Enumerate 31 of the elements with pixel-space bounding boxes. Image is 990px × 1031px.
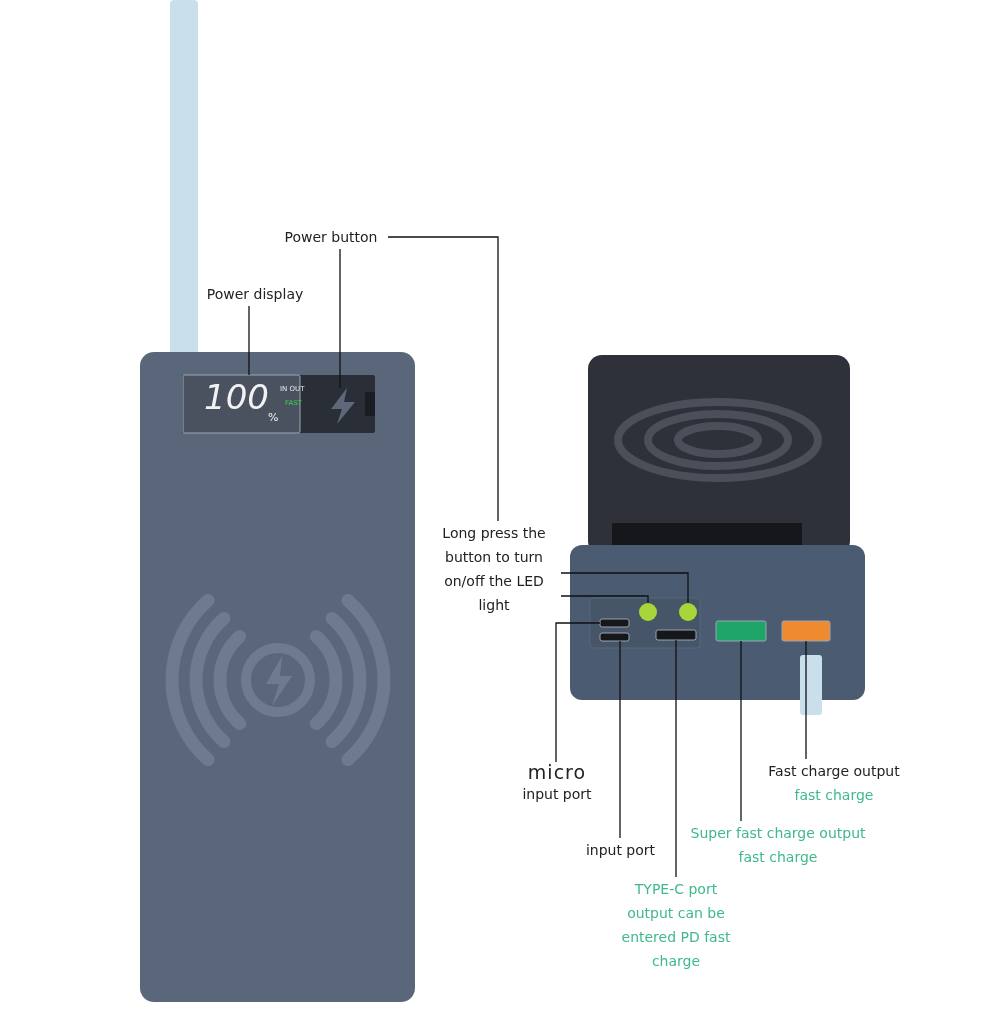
led-light bbox=[639, 603, 657, 621]
port-note: fast charge bbox=[793, 786, 875, 805]
leader-line bbox=[675, 639, 677, 878]
port-note: fast charge bbox=[737, 848, 819, 867]
leader-line bbox=[805, 640, 807, 760]
callout-label: Long press the button to turn on/off the LED light bbox=[428, 521, 560, 617]
leader-line bbox=[555, 622, 601, 763]
charging-port bbox=[599, 632, 630, 642]
port-label: Fast charge output bbox=[767, 762, 901, 781]
led-light bbox=[679, 603, 697, 621]
leader-line bbox=[339, 248, 341, 389]
usb-c-port bbox=[655, 629, 697, 641]
callout-label: TYPE-C port output can be entered PD fast charge bbox=[618, 877, 734, 973]
callout-label: input port bbox=[578, 838, 663, 862]
leader-line bbox=[387, 236, 499, 522]
percent-sign: % bbox=[268, 412, 279, 423]
callout-label: Power button bbox=[275, 225, 387, 249]
leader-line bbox=[619, 640, 621, 839]
leader-line bbox=[560, 572, 689, 604]
leader-line bbox=[740, 640, 742, 822]
usb-port bbox=[715, 620, 767, 642]
display-digits: 100 bbox=[204, 380, 269, 414]
leader-line bbox=[248, 305, 250, 376]
power-button-icon bbox=[331, 388, 355, 424]
port-label: micro bbox=[526, 762, 588, 782]
callout-label: Power display bbox=[190, 282, 320, 306]
usb-port bbox=[781, 620, 831, 642]
micro-port bbox=[599, 618, 630, 628]
port-label: Super fast charge output bbox=[689, 824, 867, 843]
port-label: input port bbox=[521, 785, 593, 804]
leader-line bbox=[560, 595, 649, 604]
